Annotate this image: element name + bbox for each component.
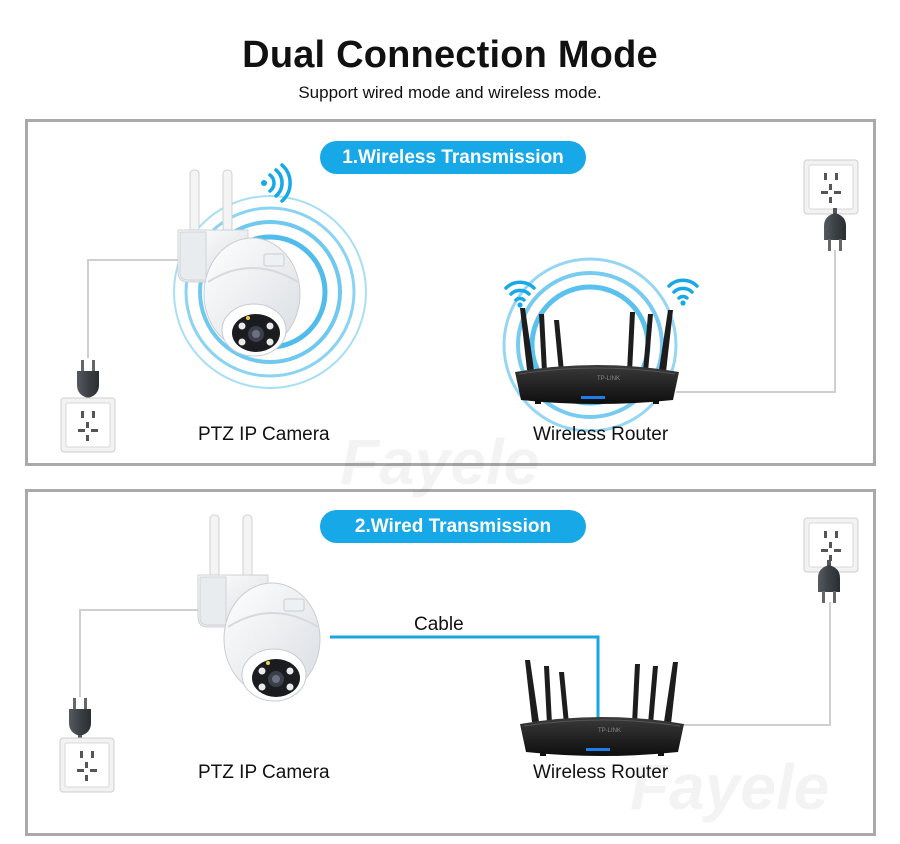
- wired-panel: [25, 489, 876, 836]
- camera-power-cable: [87, 259, 200, 358]
- watermark-top: Fayele: [340, 425, 539, 499]
- ptz-camera-image: [197, 514, 321, 702]
- ethernet-cable: [330, 635, 600, 720]
- ptz-camera-image: [177, 169, 301, 357]
- router-image: [519, 659, 685, 757]
- router-power-cable: [650, 602, 831, 726]
- wireless-transmission-badge: 1.Wireless Transmission: [320, 141, 586, 174]
- router-brand-text: TP-LINK: [598, 728, 621, 734]
- wifi-waves-icon: [261, 163, 292, 203]
- wired-transmission-badge: 2.Wired Transmission: [320, 510, 586, 543]
- wall-socket-icon: [60, 397, 116, 453]
- wifi-icon: [667, 278, 699, 308]
- page-subtitle: Support wired mode and wireless mode.: [298, 83, 602, 102]
- page-title: Dual Connection Mode: [242, 34, 658, 76]
- camera-label: PTZ IP Camera: [198, 762, 330, 783]
- router-power-cable: [676, 250, 836, 393]
- plug-icon: [77, 360, 99, 403]
- watermark-bottom: Fayele: [630, 750, 829, 824]
- router-label: Wireless Router: [533, 424, 669, 445]
- plug-icon: [69, 698, 91, 741]
- router-image: [514, 307, 680, 405]
- camera-label: PTZ IP Camera: [198, 424, 330, 445]
- camera-power-cable: [79, 609, 205, 697]
- router-brand-text: TP-LINK: [597, 376, 620, 382]
- cable-label: Cable: [414, 614, 464, 635]
- router-label: Wireless Router: [533, 762, 669, 783]
- wireless-panel: [25, 119, 876, 466]
- wall-socket-icon: [59, 737, 115, 793]
- wall-socket-icon: [803, 159, 859, 215]
